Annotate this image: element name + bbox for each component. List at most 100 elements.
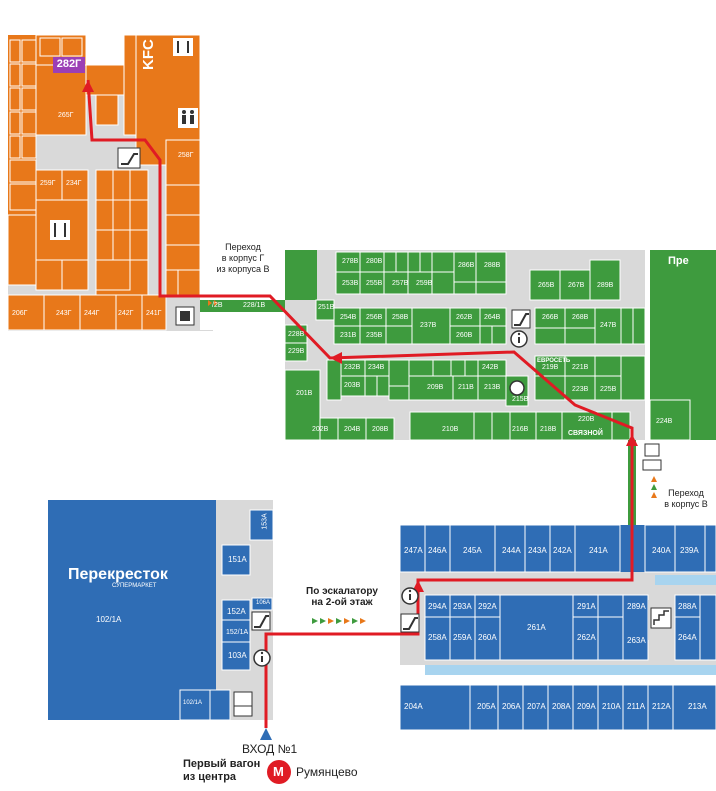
shop-label[interactable]: 211А [627, 702, 646, 711]
shop-label[interactable]: 258Г [178, 152, 194, 159]
shop-label[interactable]: 278В [342, 258, 359, 265]
shop-label[interactable]: 263А [627, 636, 646, 645]
shop-label[interactable]: 243Г [56, 310, 72, 317]
shop-label[interactable]: 219В [542, 364, 559, 371]
shop-label[interactable]: 261А [527, 623, 546, 632]
shop-label[interactable]: 264В [484, 314, 501, 321]
shop-label[interactable]: 237В [420, 322, 437, 329]
metro-station-name: Румянцево [296, 765, 358, 779]
shop-label[interactable]: 103А [228, 651, 247, 660]
shop-label[interactable]: 239А [680, 546, 699, 555]
shop-label[interactable]: 213В [484, 384, 501, 391]
shop-label[interactable]: 234Г [66, 180, 82, 187]
shop-label[interactable]: 265В [538, 282, 555, 289]
shop-label[interactable]: 289А [627, 602, 646, 611]
shop-label[interactable]: 224В [656, 418, 673, 425]
shop-label[interactable]: 234В [368, 364, 385, 371]
shop-label[interactable]: 210В [442, 426, 459, 433]
shop-label[interactable]: 259А [453, 633, 472, 642]
shop-label[interactable]: 265Г [58, 112, 74, 119]
shop-label[interactable]: 152/1А [226, 629, 249, 636]
shop-label[interactable]: 288В [484, 262, 501, 269]
shop-label[interactable]: 102/1А [183, 700, 203, 706]
shop-label[interactable]: 220В [578, 416, 595, 423]
shop-label[interactable]: 268В [572, 314, 589, 321]
shop-label[interactable]: 254В [340, 314, 357, 321]
perekrestok-logo: Перекресток [68, 566, 168, 583]
shop-label[interactable]: 210А [602, 702, 621, 711]
shop-label[interactable]: 201В [296, 390, 313, 397]
shop-label[interactable]: 244А [502, 546, 521, 555]
shop-label[interactable]: 255В [366, 280, 383, 287]
shop-label[interactable]: 229В [288, 348, 305, 355]
shop-label[interactable]: 264А [678, 633, 697, 642]
shop-label[interactable]: 235В [366, 332, 383, 339]
shop-label[interactable]: 260А [478, 633, 497, 642]
shop-label[interactable]: 209В [427, 384, 444, 391]
shop-label[interactable]: 242А [553, 546, 572, 555]
shop-label[interactable]: 209А [577, 702, 596, 711]
shop-label[interactable]: 242В [482, 364, 499, 371]
shop-label[interactable]: 247А [404, 546, 423, 555]
target-shop-label[interactable]: 282Г [56, 58, 82, 70]
shop-label[interactable]: 245А [463, 546, 482, 555]
shop-label[interactable]: 207А [527, 702, 546, 711]
shop-label[interactable]: 205А [477, 702, 496, 711]
shop-label[interactable]: 267В [568, 282, 585, 289]
shop-label[interactable]: 257В [392, 280, 409, 287]
shop-label[interactable]: 152А [227, 607, 246, 616]
shop-label[interactable]: 293А [453, 602, 472, 611]
shop-label[interactable]: 232В [344, 364, 361, 371]
shop-label[interactable]: 228В [288, 331, 305, 338]
shop-label[interactable]: 244Г [84, 310, 100, 317]
shop-label[interactable]: 266В [542, 314, 559, 321]
shop-label[interactable]: 240А [652, 546, 671, 555]
shop-label[interactable]: 218В [540, 426, 557, 433]
shop-label[interactable]: 258А [428, 633, 447, 642]
shop-label[interactable]: 260В [456, 332, 473, 339]
shop-label[interactable]: 215В [512, 396, 529, 403]
shop-label[interactable]: 231В [340, 332, 357, 339]
shop-label[interactable]: 225В [600, 386, 617, 393]
shop-label[interactable]: 202В [312, 426, 329, 433]
shop-label[interactable]: 241Г [146, 310, 162, 317]
shop-label[interactable]: 292А [478, 602, 497, 611]
shop-label[interactable]: 206А [502, 702, 521, 711]
shop-label[interactable]: 246А [428, 546, 447, 555]
shop-label[interactable]: 204А [404, 702, 423, 711]
shop-label[interactable]: 259В [416, 280, 433, 287]
shop-label[interactable]: 242Г [118, 310, 134, 317]
shop-label[interactable]: 243А [528, 546, 547, 555]
shop-label[interactable]: 241А [589, 546, 608, 555]
shop-label[interactable]: 213А [688, 702, 707, 711]
shop-label[interactable]: 251В [318, 304, 335, 311]
shop-label[interactable]: 289В [597, 282, 614, 289]
shop-label[interactable]: 221В [572, 364, 589, 371]
shop-label[interactable]: 203В [344, 382, 361, 389]
shop-label[interactable]: 280В [366, 258, 383, 265]
shop-label[interactable]: 259Г [40, 180, 56, 187]
shop-label[interactable]: 286В [458, 262, 475, 269]
shop-label[interactable]: 256В [366, 314, 383, 321]
shop-label[interactable]: 291А [577, 602, 596, 611]
shop-label[interactable]: 253В [342, 280, 359, 287]
shop-label[interactable]: 106А [256, 600, 271, 606]
shop-label[interactable]: 212А [652, 702, 671, 711]
shop-label[interactable]: 204В [344, 426, 361, 433]
shop-label[interactable]: 208А [552, 702, 571, 711]
shop-label[interactable]: 288А [678, 602, 697, 611]
shop-label[interactable]: 258В [392, 314, 409, 321]
shop-label[interactable]: 262А [577, 633, 596, 642]
shop-label[interactable]: 294А [428, 602, 447, 611]
shop-label[interactable]: 151А [228, 555, 247, 564]
shop-label[interactable]: 153А [261, 513, 269, 530]
shop-label[interactable]: 262В [456, 314, 473, 321]
shop-label[interactable]: 102/1А [96, 615, 122, 624]
shop-label[interactable]: 206Г [12, 310, 28, 317]
shop-label[interactable]: 223В [572, 386, 589, 393]
shop-label[interactable]: 211В [458, 384, 474, 391]
visa-card-icon [233, 705, 253, 717]
shop-label[interactable]: 216В [512, 426, 529, 433]
shop-label[interactable]: 208В [372, 426, 389, 433]
shop-label[interactable]: 247В [600, 322, 617, 329]
